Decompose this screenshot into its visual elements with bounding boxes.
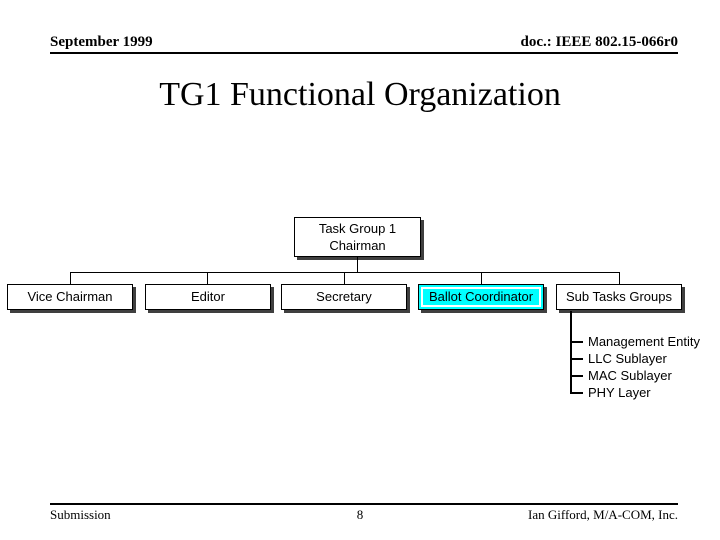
subtree-vertical-line bbox=[570, 311, 572, 394]
connector-drop-ballot-coordinator bbox=[481, 272, 482, 284]
connector-drop-editor bbox=[207, 272, 208, 284]
footer-rule bbox=[50, 503, 678, 505]
subtree-tick-llc-sublayer bbox=[570, 358, 583, 360]
connector-drop-sub-tasks-groups bbox=[619, 272, 620, 284]
org-box-chairman: Task Group 1 Chairman bbox=[294, 217, 421, 257]
org-box-editor: Editor bbox=[145, 284, 271, 310]
subtree-label-mac-sublayer: MAC Sublayer bbox=[588, 368, 672, 383]
subtree-label-management-entity: Management Entity bbox=[588, 334, 701, 349]
connector-drop-secretary bbox=[344, 272, 345, 284]
subtree-label-phy-layer: PHY Layer bbox=[588, 385, 651, 400]
header-rule bbox=[50, 52, 678, 54]
header-date: September 1999 bbox=[50, 34, 153, 50]
subtree-label-llc-sublayer: LLC Sublayer bbox=[588, 351, 667, 366]
connector-root-stub bbox=[357, 257, 358, 272]
connector-horizontal bbox=[70, 272, 620, 273]
subtree-tick-phy-layer bbox=[570, 392, 583, 394]
header-doc-number: doc.: IEEE 802.15-066r0 bbox=[520, 34, 679, 50]
org-box-ballot-coordinator-inner-frame: Ballot Coordinator bbox=[421, 287, 541, 307]
connector-drop-vice-chairman bbox=[70, 272, 71, 284]
org-box-ballot-coordinator: Ballot Coordinator bbox=[418, 284, 544, 310]
org-box-secretary: Secretary bbox=[281, 284, 407, 310]
footer-submission-label: Submission bbox=[50, 507, 111, 522]
org-box-sub-tasks-groups: Sub Tasks Groups bbox=[556, 284, 682, 310]
subtree-tick-management-entity bbox=[570, 341, 583, 343]
footer-page-number: 8 bbox=[356, 507, 364, 522]
footer-author-credit: Ian Gifford, M/A-COM, Inc. bbox=[528, 507, 678, 522]
org-box-vice-chairman: Vice Chairman bbox=[7, 284, 133, 310]
slide-title: TG1 Functional Organization bbox=[159, 76, 561, 113]
subtree-tick-mac-sublayer bbox=[570, 375, 583, 377]
